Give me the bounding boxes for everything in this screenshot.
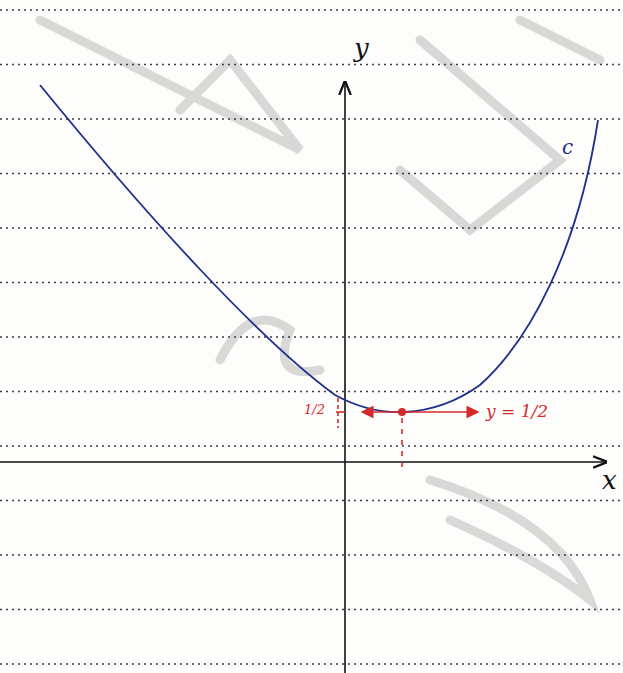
- ruled-line: [0, 609, 623, 611]
- ruled-line: [0, 64, 623, 66]
- faded-stroke: [400, 40, 560, 230]
- half-bracket: [337, 398, 339, 428]
- faded-stroke: [220, 320, 320, 372]
- ruled-line: [0, 173, 623, 175]
- equation-label: y = 1/2: [484, 402, 550, 421]
- curve-label: c: [560, 136, 575, 158]
- y-axis: [344, 82, 346, 673]
- ruled-line: [0, 282, 623, 284]
- x-axis: [0, 461, 606, 463]
- faded-stroke: [40, 20, 300, 150]
- value-label: 1/2: [302, 403, 327, 417]
- vertical-dash: [401, 418, 403, 472]
- left-arrow: [362, 411, 398, 413]
- axis-label: y: [352, 34, 371, 63]
- ruled-line: [0, 336, 623, 338]
- ruled-line: [0, 9, 623, 11]
- ruled-line: [0, 445, 623, 447]
- right-arrow: [406, 411, 478, 413]
- ruled-line: [0, 118, 623, 120]
- bleed-through: [40, 20, 600, 600]
- ruled-line: [0, 391, 623, 393]
- ruled-line: [0, 554, 623, 556]
- faded-stroke: [430, 480, 590, 600]
- axis-label: x: [600, 466, 619, 495]
- minimum-point: [398, 408, 406, 416]
- parabola-curve: [40, 85, 598, 412]
- faded-stroke: [520, 20, 600, 60]
- ruled-line: [0, 663, 623, 665]
- minimum-markings: [336, 398, 478, 472]
- ruled-lines: [0, 10, 623, 664]
- ruled-line: [0, 227, 623, 229]
- ruled-line: [0, 500, 623, 502]
